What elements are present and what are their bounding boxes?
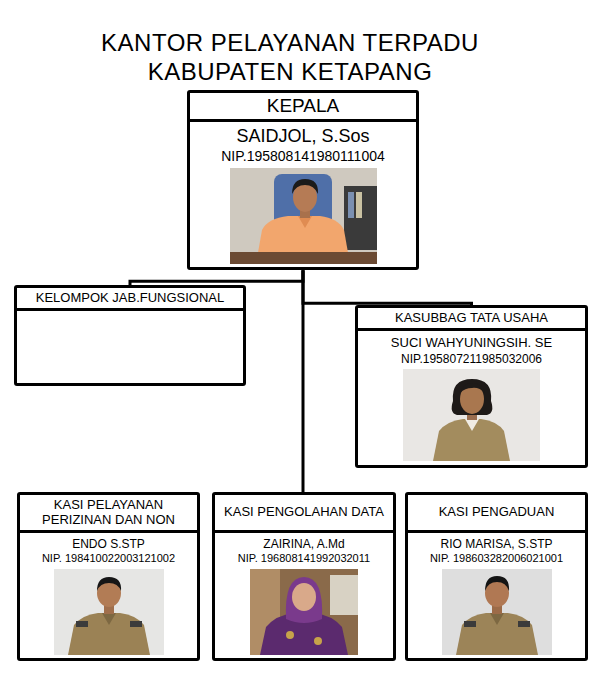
employee-id: NIP. 198410022003121002 [42,552,175,565]
uniform [456,613,538,655]
collar [490,613,504,625]
portrait-photo [403,369,540,461]
photo-background [442,569,552,655]
shoulder-patch [76,621,88,627]
photo-background [230,168,377,264]
unit-box: KELOMPOK JAB.FUNGSIONAL [14,285,246,386]
face [460,384,484,414]
dress-pattern [286,631,294,639]
unit-box: KASI PENGOLAHAN DATA ZAIRINA, A.MdNIP. 19… [212,492,396,661]
portrait-photo [230,168,377,264]
person-name: RIO MARISA, S.STP [440,537,552,551]
binder [356,192,362,218]
portrait-photo [54,569,164,655]
uniform [433,419,510,461]
portrait-photo [442,569,552,655]
person-name: SAIDJOL, S.Sos [236,126,369,148]
person-name: SUCI WAHYUNINGSIH. SE [391,335,552,351]
hijab [286,577,322,623]
employee-id: NIP. 196808141992032011 [238,552,370,565]
shelf [344,186,377,250]
position-title: KELOMPOK JAB.FUNGSIONAL [17,288,243,311]
fringe [460,383,485,393]
org-connector [130,270,303,285]
position-title: KASI PELAYANAN PERIZINAN DAN NON [20,495,197,533]
position-title: KASUBBAG TATA USAHA [358,308,585,331]
wall-panel [330,575,358,615]
face [292,583,316,611]
head-box: KEPALA SAIDJOL, S.SosNIP.1958081419801110… [187,90,419,270]
shoulder-patch [464,621,476,627]
employee-id: NIP.195808141980111004 [221,148,385,165]
uniform [68,613,150,655]
collar [102,613,116,625]
shoulder-patch [130,621,142,627]
position-title: KASI PENGADUAN [408,495,585,533]
person-name: ZAIRINA, A.Md [263,537,344,551]
hair [485,576,509,591]
chart-title: KANTOR PELAYANAN TERPADU KABUPATEN KETAP… [75,28,505,86]
position-title: KEPALA [190,93,416,122]
org-connector [303,270,472,305]
photo-background [403,369,540,461]
binder [348,192,354,218]
person-name: ENDO S.STP [72,537,145,551]
unit-box: KASI PELAYANAN PERIZINAN DAN NON ENDO S.S… [17,492,200,661]
hair [292,179,318,194]
photo-background [54,569,164,655]
employee-id: NIP.195807211985032006 [401,352,542,366]
org-connector [302,270,305,492]
hair [452,379,493,415]
desk [230,252,377,264]
position-title: KASI PENGOLAHAN DATA [215,495,393,533]
photo-background [250,569,358,655]
portrait-photo [250,569,358,655]
dress-pattern [314,637,322,645]
shoulder-patch [518,621,530,627]
unit-box: KASI PENGADUAN RIO MARISA, S.STPNIP. 1986… [405,492,588,661]
employee-id: NIP. 198603282006021001 [430,552,563,565]
collar [465,419,479,431]
unit-box: KASUBBAG TATA USAHA SUCI WAHYUNINGSIH. SE… [355,305,588,468]
hair [97,577,121,591]
